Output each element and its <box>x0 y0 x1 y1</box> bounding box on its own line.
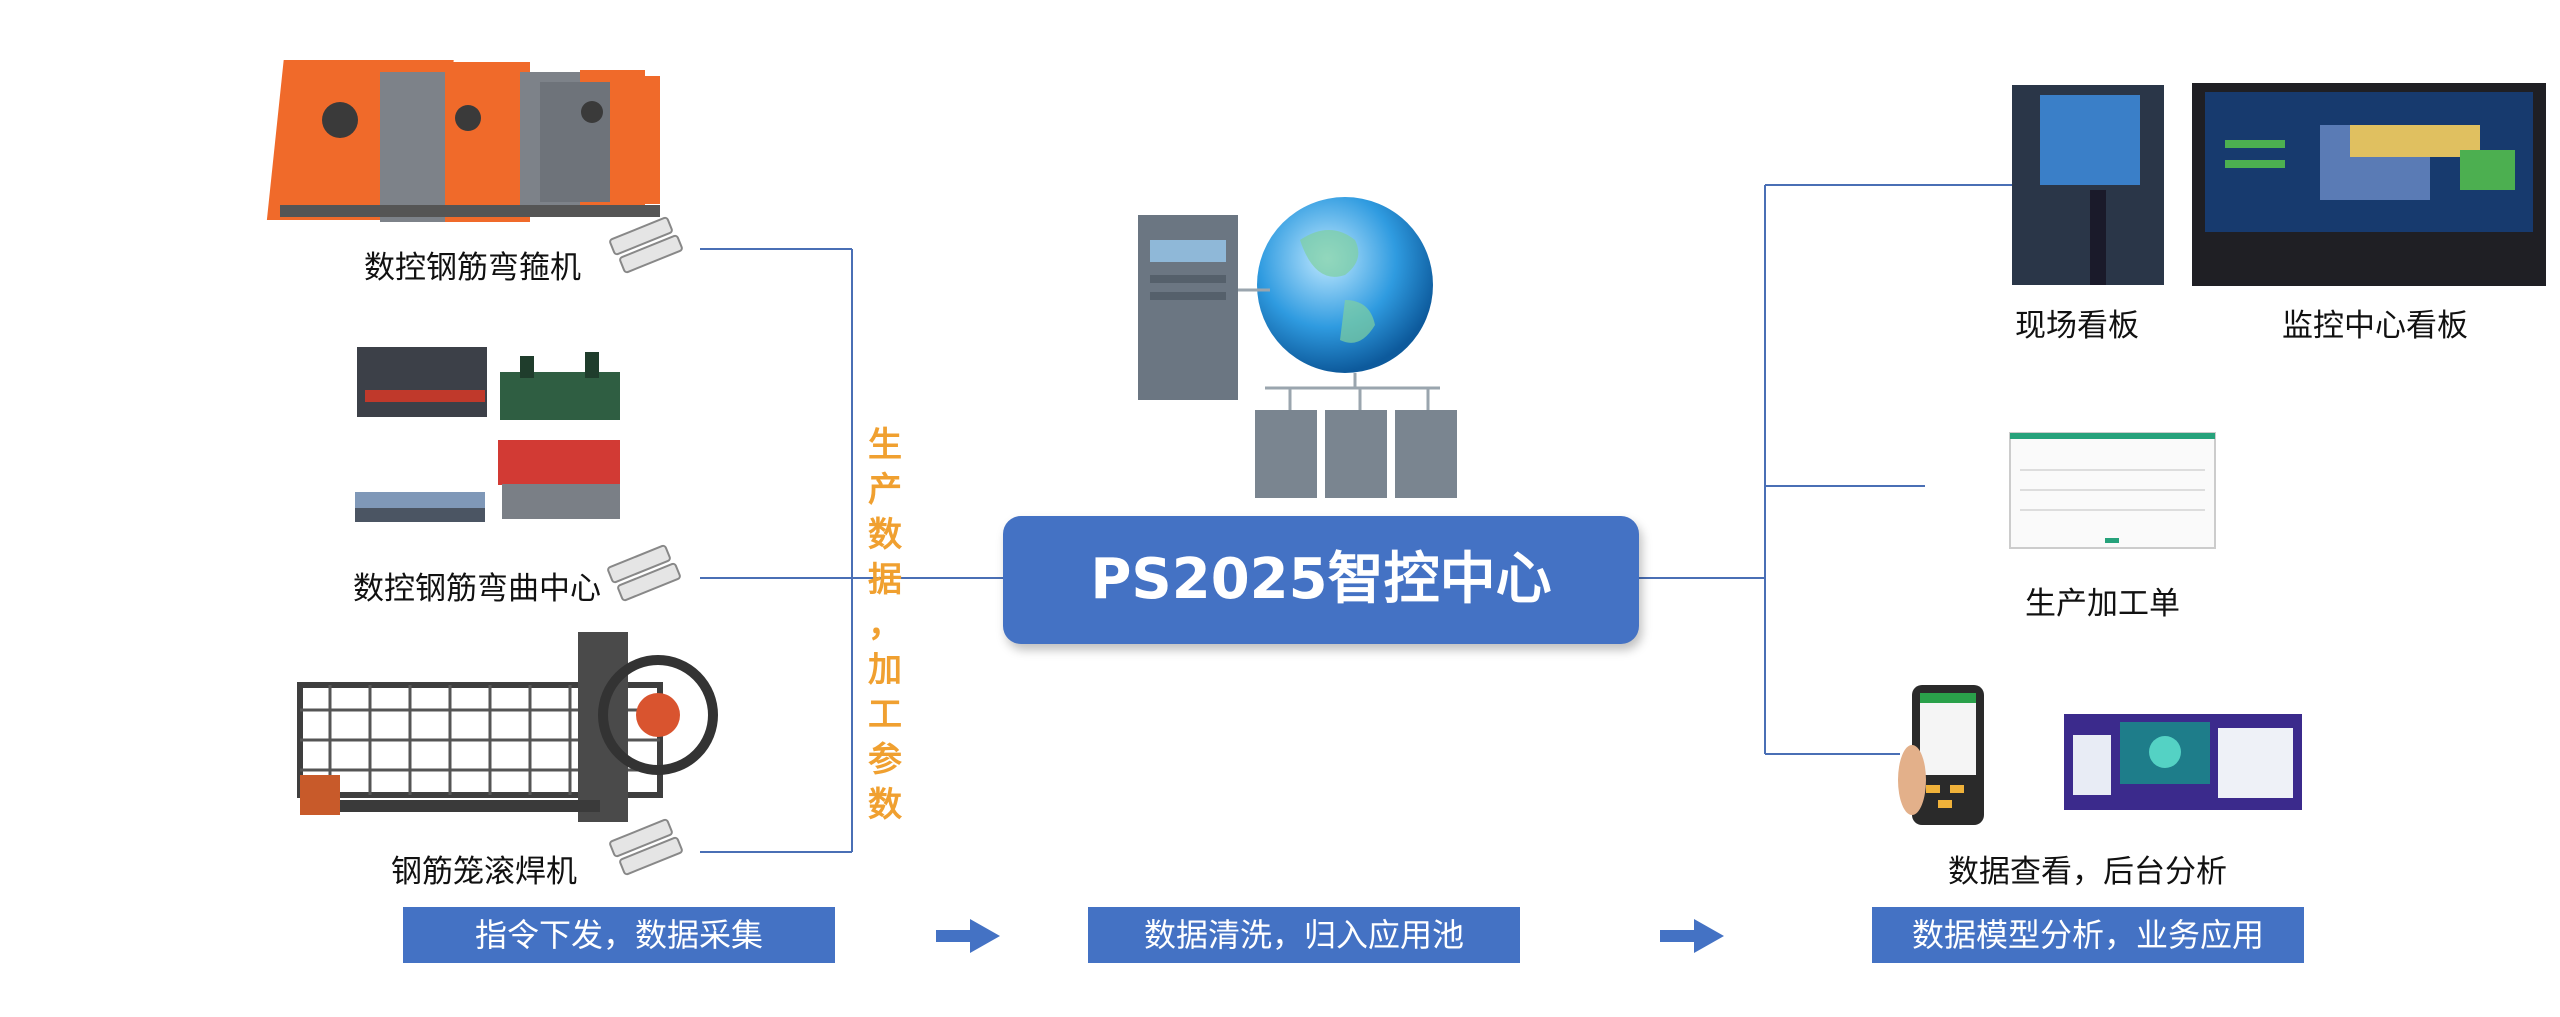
arrow-icon <box>1660 919 1724 953</box>
vertical-data-label: 生 产 数 据 ， 加 工 参 数 <box>863 423 907 828</box>
vertical-char: 生 <box>868 425 902 465</box>
vertical-char: 产 <box>868 470 902 510</box>
vertical-char: 数 <box>868 785 902 825</box>
work-order-image <box>2009 432 2216 549</box>
monitor-board-image <box>2192 83 2546 286</box>
step-bar-collection: 指令下发，数据采集 <box>403 907 835 963</box>
handheld-terminal-image <box>1898 685 1984 825</box>
machine-label-bending-center: 数控钢筋弯曲中心 <box>353 571 601 607</box>
step-bar-application: 数据模型分析，业务应用 <box>1872 907 2304 963</box>
vertical-char: 数 <box>868 515 902 555</box>
vertical-char: 加 <box>868 650 902 690</box>
analysis-dashboard-image <box>2064 714 2302 810</box>
vertical-char: 据 <box>868 560 902 600</box>
monitor-board-label: 监控中心看板 <box>2282 308 2468 344</box>
vertical-char: ， <box>868 605 902 645</box>
analysis-label: 数据查看，后台分析 <box>1948 854 2227 890</box>
vertical-char: 工 <box>868 695 902 735</box>
machine-label-cage-welder: 钢筋笼滚焊机 <box>391 854 577 890</box>
work-order-label: 生产加工单 <box>2025 586 2180 622</box>
step-bar-cleaning: 数据清洗，归入应用池 <box>1088 907 1520 963</box>
smart-control-center-box: PS2025智控中心 <box>1003 516 1639 644</box>
site-board-label: 现场看板 <box>2015 308 2139 344</box>
arrow-icon <box>936 919 1000 953</box>
vertical-char: 参 <box>868 740 902 780</box>
sensor-icon <box>609 818 683 876</box>
site-board-image <box>2012 85 2164 285</box>
machine-label-hoop: 数控钢筋弯箍机 <box>364 250 581 286</box>
sensor-icon <box>607 544 681 602</box>
step-arrows <box>936 919 1724 953</box>
sensor-icon <box>609 216 683 274</box>
